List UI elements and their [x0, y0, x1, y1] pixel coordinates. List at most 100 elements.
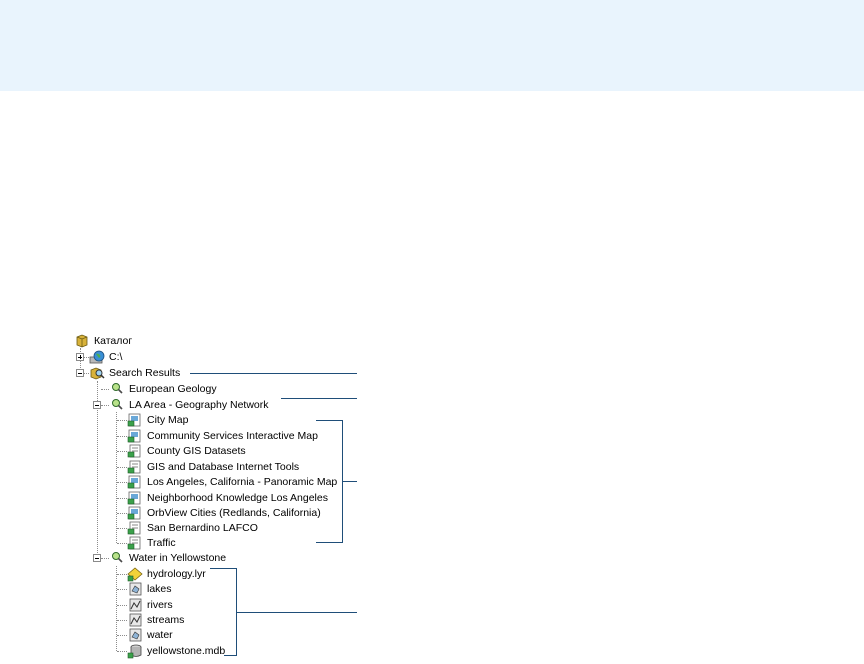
tree-label: LA Area - Geography Network: [129, 399, 269, 411]
tree-label: Каталог: [94, 335, 133, 347]
map-service-icon: [127, 428, 143, 444]
collapse-minus-icon[interactable]: [93, 401, 101, 409]
list-item[interactable]: GIS and Database Internet Tools: [127, 459, 301, 475]
geodatabase-icon: [127, 643, 143, 659]
callout-bracket: [316, 420, 342, 421]
search-results-icon: [89, 365, 105, 381]
tree-line: [117, 605, 127, 606]
callout-line: [342, 481, 357, 482]
line-featureclass-icon: [127, 612, 143, 628]
tree-node-search[interactable]: Water in Yellowstone: [109, 550, 228, 566]
tree-line: [101, 558, 109, 559]
tree-node-catalog[interactable]: Каталог: [74, 333, 134, 349]
catalog-icon: [74, 333, 90, 349]
tree-line: [101, 389, 109, 390]
magnifier-icon: [109, 397, 125, 413]
tree-line: [84, 357, 89, 358]
tree-label: Water in Yellowstone: [129, 552, 227, 564]
tree-line: [117, 420, 127, 421]
callout-line: [281, 398, 357, 399]
header-banner: [0, 0, 864, 91]
metadata-document-icon: [127, 443, 143, 459]
list-item[interactable]: yellowstone.mdb: [127, 643, 227, 659]
tree-node-drive[interactable]: C:\: [89, 349, 124, 365]
expand-plus-icon[interactable]: [76, 353, 84, 361]
tree-line: [117, 651, 127, 652]
tree-label: GIS and Database Internet Tools: [147, 461, 300, 473]
tree-label: European Geology: [129, 383, 217, 395]
callout-line: [236, 612, 357, 613]
tree-label: City Map: [147, 414, 189, 426]
tree-label: yellowstone.mdb: [147, 645, 226, 657]
drive-globe-icon: [89, 349, 105, 365]
tree-node-search[interactable]: European Geology: [109, 381, 219, 397]
list-item[interactable]: Community Services Interactive Map: [127, 428, 320, 444]
tree-line: [117, 498, 127, 499]
list-item[interactable]: City Map: [127, 412, 190, 428]
line-featureclass-icon: [127, 597, 143, 613]
tree-label: streams: [147, 614, 185, 626]
tree-label: hydrology.lyr: [147, 568, 206, 580]
callout-bracket: [224, 655, 237, 656]
collapse-minus-icon[interactable]: [76, 369, 84, 377]
tree-line: [117, 436, 127, 437]
tree-line: [116, 412, 117, 543]
metadata-document-icon: [127, 520, 143, 536]
tree-label: Los Angeles, California - Panoramic Map: [147, 476, 338, 488]
tree-line: [117, 482, 127, 483]
tree-line: [84, 373, 89, 374]
list-item[interactable]: San Bernardino LAFCO: [127, 520, 260, 536]
polygon-featureclass-icon: [127, 627, 143, 643]
magnifier-icon: [109, 381, 125, 397]
layer-file-icon: [127, 566, 143, 582]
tree-label: rivers: [147, 599, 173, 611]
list-item[interactable]: Neighborhood Knowledge Los Angeles: [127, 490, 330, 506]
list-item[interactable]: Los Angeles, California - Panoramic Map: [127, 474, 339, 490]
tree-line: [117, 467, 127, 468]
list-item[interactable]: County GIS Datasets: [127, 443, 248, 459]
tree-label: water: [147, 629, 173, 641]
tree-line: [117, 589, 127, 590]
map-service-icon: [127, 474, 143, 490]
tree-line: [117, 543, 127, 544]
polygon-featureclass-icon: [127, 581, 143, 597]
tree-line: [117, 451, 127, 452]
map-service-icon: [127, 490, 143, 506]
callout-bracket: [210, 568, 237, 569]
tree-line: [117, 620, 127, 621]
list-item[interactable]: OrbView Cities (Redlands, California): [127, 505, 323, 521]
callout-bracket: [316, 542, 343, 543]
tree-label: Search Results: [109, 367, 181, 379]
list-item[interactable]: hydrology.lyr: [127, 566, 208, 582]
tree-label: C:\: [109, 351, 123, 363]
tree-label: San Bernardino LAFCO: [147, 522, 258, 534]
tree-line: [117, 635, 127, 636]
tree-line: [117, 528, 127, 529]
list-item[interactable]: Traffic: [127, 535, 178, 551]
tree-line: [101, 405, 109, 406]
tree-line: [116, 566, 117, 651]
list-item[interactable]: water: [127, 627, 175, 643]
tree-line: [117, 574, 127, 575]
list-item[interactable]: streams: [127, 612, 186, 628]
collapse-minus-icon[interactable]: [93, 554, 101, 562]
tree-label: Traffic: [147, 537, 176, 549]
tree-node-search[interactable]: LA Area - Geography Network: [109, 397, 271, 413]
map-service-icon: [127, 412, 143, 428]
magnifier-icon: [109, 550, 125, 566]
tree-label: OrbView Cities (Redlands, California): [147, 507, 321, 519]
tree-label: lakes: [147, 583, 172, 595]
list-item[interactable]: rivers: [127, 597, 175, 613]
tree-label: Community Services Interactive Map: [147, 430, 318, 442]
callout-line: [190, 373, 357, 374]
tree-line: [117, 513, 127, 514]
tree-label: County GIS Datasets: [147, 445, 246, 457]
tree-node-search-results[interactable]: Search Results: [89, 365, 182, 381]
metadata-document-icon: [127, 459, 143, 475]
tree-line: [80, 348, 81, 374]
tree-label: Neighborhood Knowledge Los Angeles: [147, 492, 328, 504]
list-item[interactable]: lakes: [127, 581, 174, 597]
metadata-document-icon: [127, 535, 143, 551]
tree-line: [97, 381, 98, 559]
